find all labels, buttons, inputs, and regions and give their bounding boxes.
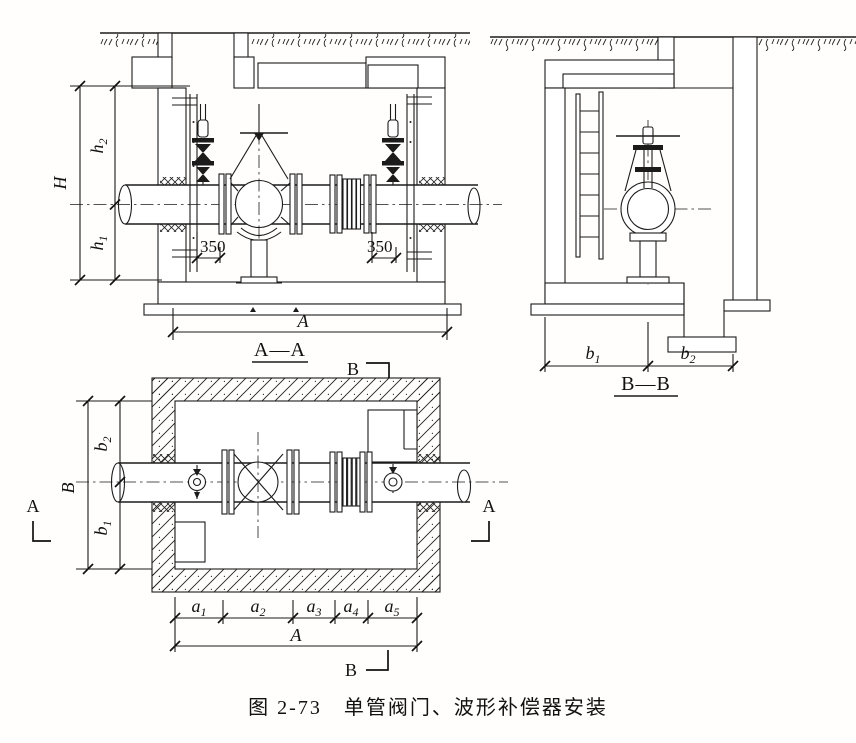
wall-seals-plan xyxy=(153,454,440,512)
dims-bb: b1 b2 B—B xyxy=(539,317,739,397)
dim-label-b2-bb: b2 xyxy=(681,343,696,366)
dims-aa: H h2 h1 350 350 A A—A xyxy=(50,80,453,363)
pipe-cross-section xyxy=(604,120,714,285)
manhole-niche-plan xyxy=(367,409,418,463)
vent-valve-left xyxy=(192,104,214,185)
access-ladder xyxy=(575,91,604,260)
chamber-right-wall-bb xyxy=(732,36,758,303)
drain-fitting-right xyxy=(383,464,403,493)
ceiling-lining-bb xyxy=(562,73,675,89)
section-aa-view: H h2 h1 350 350 A A—A xyxy=(50,32,502,363)
drain-fitting-left xyxy=(187,465,207,499)
dim-label-a4: a4 xyxy=(344,596,359,619)
gate-valve-plan xyxy=(221,432,300,538)
dim-label-a1: a1 xyxy=(192,596,207,619)
valve-bonnet xyxy=(229,133,289,180)
foundation-plate-bb xyxy=(530,303,685,316)
section-mark-A-right: A xyxy=(483,496,496,516)
floor-slab xyxy=(157,281,446,305)
pipe-support-bb xyxy=(621,232,675,284)
main-pipe-section xyxy=(70,184,502,225)
bellows-compensator-section xyxy=(329,174,377,234)
valve-support-column xyxy=(250,239,268,278)
dim-label-a3: a3 xyxy=(307,596,322,619)
gate-valve-section xyxy=(218,104,303,284)
plan-view: B B A A B b2 b1 a1 a2 a3 a4 xyxy=(27,359,508,680)
figure-caption: 图 2-73 单管阀门、波形补偿器安装 xyxy=(248,697,608,719)
ground-surface xyxy=(100,32,470,47)
valve-stem-bb xyxy=(616,126,680,192)
dim-label-H: H xyxy=(50,176,70,191)
dim-label-B: B xyxy=(58,483,78,494)
dim-label-a2: a2 xyxy=(251,596,266,619)
wall-seals xyxy=(160,177,445,232)
dim-label-350-right: 350 xyxy=(367,237,393,256)
dim-label-b1-bb: b1 xyxy=(586,343,601,366)
manhole-shaft xyxy=(157,32,249,60)
dim-label-a5: a5 xyxy=(385,596,400,619)
section-aa-title: A—A xyxy=(254,339,306,361)
anchor-plate-right xyxy=(406,94,432,272)
wall-niche-plan xyxy=(174,521,206,563)
dim-label-b2-plan: b2 xyxy=(91,437,114,452)
roof-slab xyxy=(131,56,446,89)
dim-label-b1-plan: b1 xyxy=(91,521,114,536)
section-bb-view: b1 b2 B—B xyxy=(490,36,856,397)
vent-valve-right xyxy=(382,104,404,185)
floor-slab-bb xyxy=(544,282,685,305)
sump-pit xyxy=(667,283,771,353)
ground-surface-bb xyxy=(490,36,856,51)
chamber-left-wall-bb xyxy=(544,87,566,303)
bellows-compensator-plan xyxy=(329,451,373,513)
pipe-break-right xyxy=(467,187,481,225)
dim-label-A-plan: A xyxy=(290,625,303,645)
section-mark-A-left: A xyxy=(27,496,40,516)
dims-plan-left: B b2 b1 xyxy=(58,395,152,575)
section-bb-title: B—B xyxy=(621,373,671,395)
foundation-plate xyxy=(143,303,462,316)
dim-label-h2: h2 xyxy=(87,139,110,154)
section-marks: B B A A xyxy=(27,359,496,680)
dim-label-h1: h1 xyxy=(87,236,110,251)
dim-label-A-aa: A xyxy=(297,311,310,331)
section-mark-B-top: B xyxy=(347,359,359,379)
roof-niche xyxy=(367,64,419,89)
dims-plan-bottom: a1 a2 a3 a4 a5 A xyxy=(169,596,423,652)
dim-label-350-left: 350 xyxy=(200,237,226,256)
section-mark-B-bottom: B xyxy=(345,660,357,680)
